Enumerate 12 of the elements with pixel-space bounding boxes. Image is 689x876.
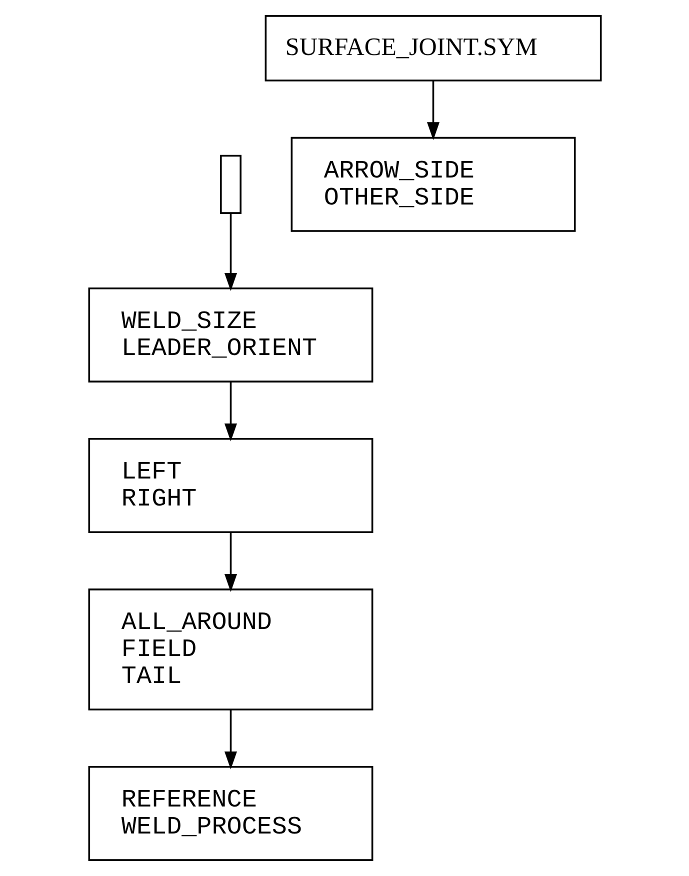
- arrow: [224, 532, 237, 592]
- node-box: REFERENCE WELD_PROCESS: [88, 766, 373, 861]
- node-box: ARROW_SIDE OTHER_SIDE: [290, 136, 576, 232]
- node-box: WELD_SIZE LEADER_ORIENT: [88, 287, 373, 382]
- arrow: [224, 213, 237, 291]
- arrow: [224, 382, 237, 442]
- node-box: [220, 154, 241, 214]
- arrow: [426, 80, 440, 140]
- node-box: LEFT RIGHT: [88, 438, 373, 533]
- arrow: [224, 710, 237, 770]
- node-box: ALL_AROUND FIELD TAIL: [88, 588, 373, 710]
- node-box: SURFACE_JOINT.SYM: [264, 15, 602, 82]
